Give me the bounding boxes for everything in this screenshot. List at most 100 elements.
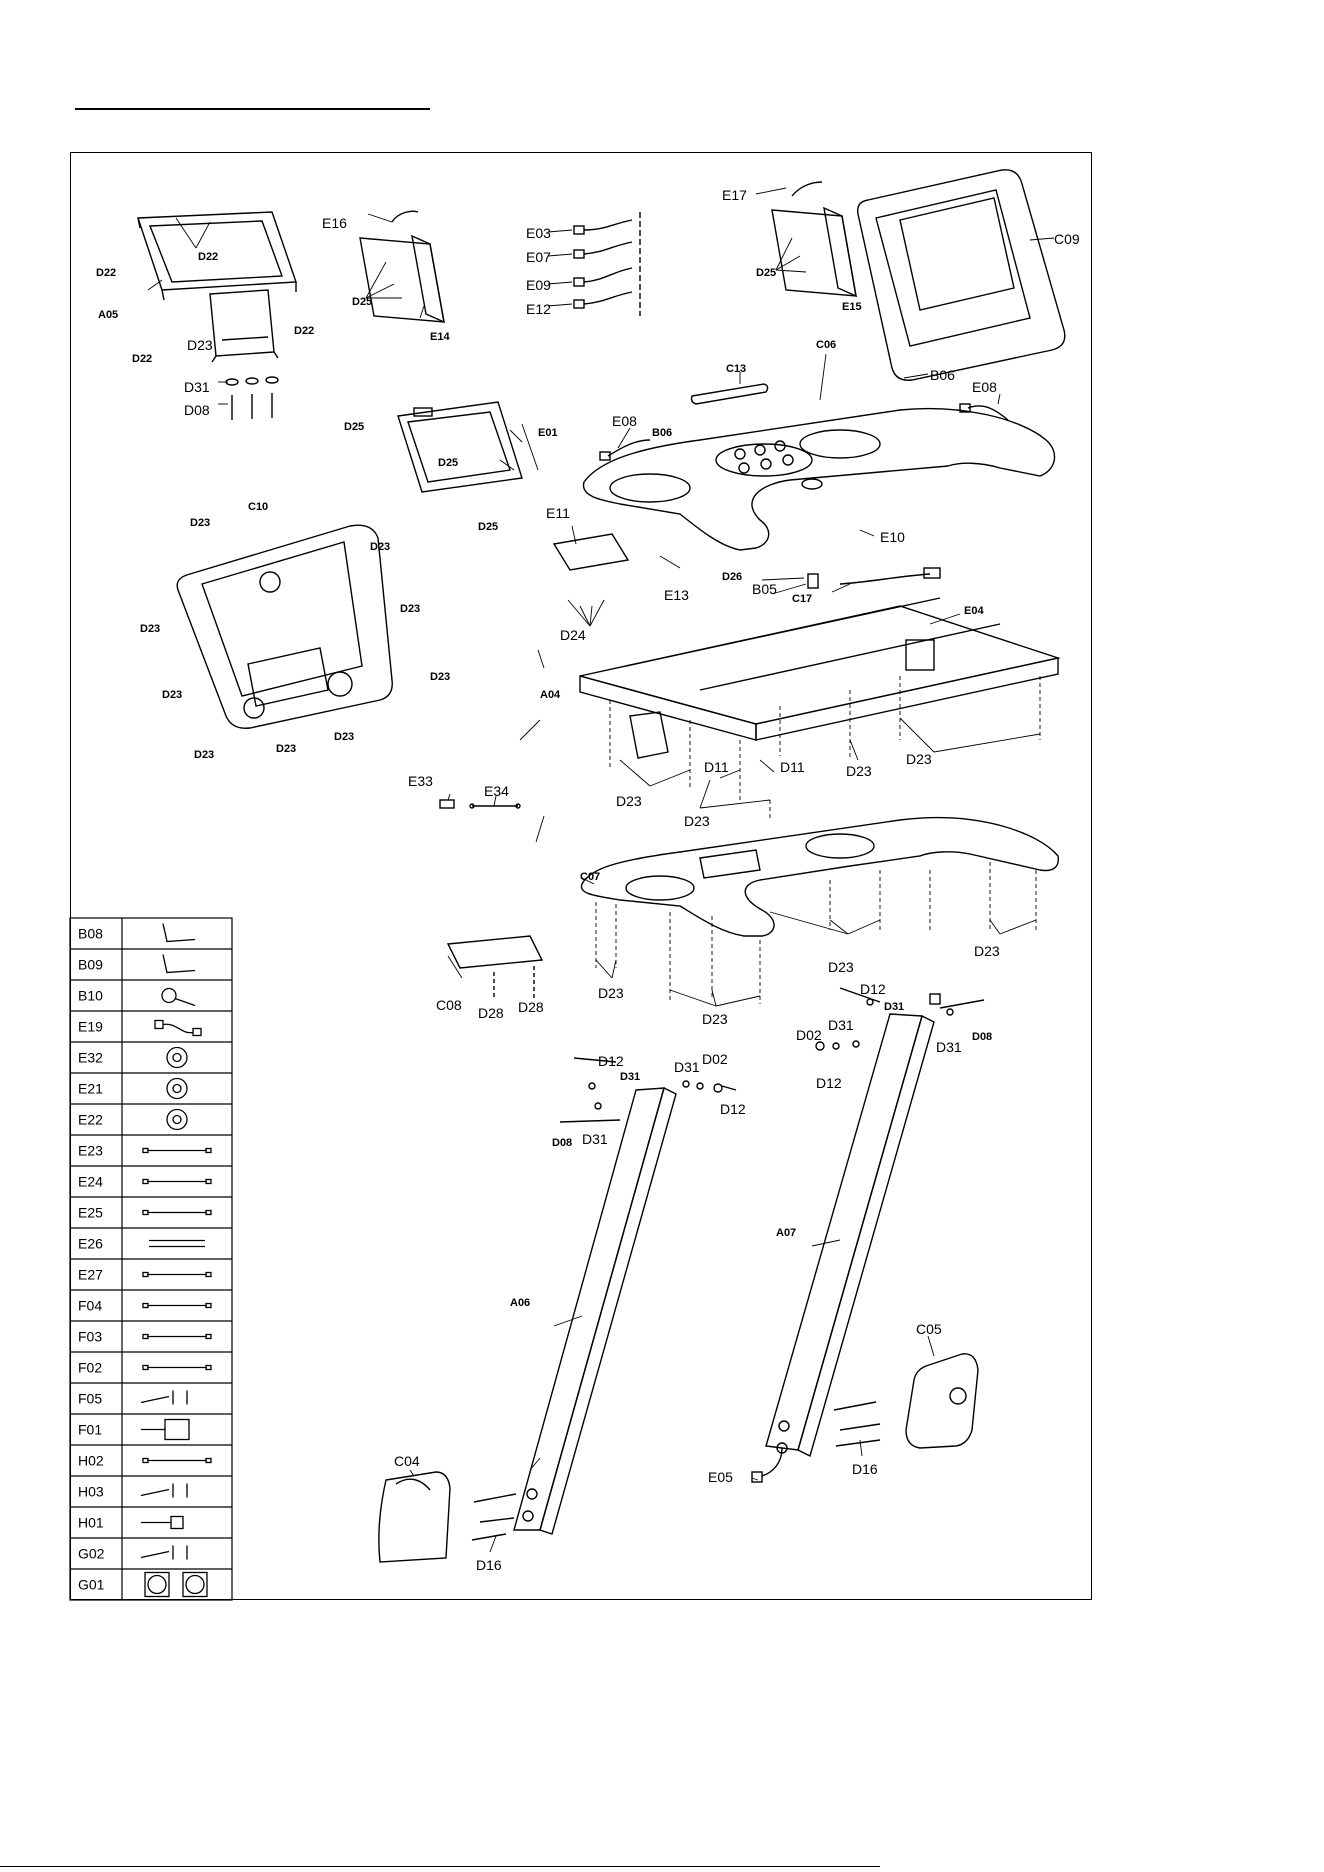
- label-d16: D16: [852, 1461, 878, 1477]
- title-underline: [75, 108, 430, 110]
- c07-fastener-lines: [595, 862, 1037, 1004]
- wire-icon: [142, 1209, 212, 1216]
- label-d25: D25: [344, 421, 364, 433]
- label-b06: B06: [930, 367, 955, 383]
- label-d31: D31: [674, 1059, 700, 1075]
- wrench-icon: [161, 987, 196, 1007]
- table-part-code: E19: [78, 1019, 103, 1035]
- label-d23: D23: [162, 689, 182, 701]
- upright-top-hardware-right: [815, 987, 985, 1051]
- label-d25: D25: [756, 267, 776, 279]
- wire-icon: [142, 1333, 212, 1340]
- label-c09: C09: [1054, 231, 1080, 247]
- label-e08: E08: [612, 413, 637, 429]
- e05-connector: [751, 1447, 783, 1483]
- table-part-code: E25: [78, 1205, 103, 1221]
- label-d25: D25: [438, 457, 458, 469]
- screws-icon: [140, 1483, 188, 1498]
- label-c05: C05: [916, 1321, 942, 1337]
- diagram-frame: [70, 152, 1092, 1600]
- c10-console-back-cover: [176, 524, 393, 729]
- callout-labels: D22 D22 D22 D22 A05 D23 D31 D08 E16 D25 …: [96, 187, 1080, 1573]
- table-part-code: H02: [78, 1453, 104, 1469]
- label-e04: E04: [964, 605, 984, 617]
- e08-cable-left: [599, 439, 651, 461]
- label-d25: D25: [352, 296, 372, 308]
- table-part-code: B09: [78, 957, 103, 973]
- label-d08: D08: [972, 1031, 992, 1043]
- label-b05: B05: [752, 581, 777, 597]
- label-d23: D23: [598, 985, 624, 1001]
- label-d23: D23: [334, 731, 354, 743]
- label-d23: D23: [190, 517, 210, 529]
- c06-console-tray: [582, 407, 1056, 551]
- label-d12: D12: [598, 1053, 624, 1069]
- label-d23: D23: [616, 793, 642, 809]
- e14-circuit-board: [359, 210, 445, 324]
- fan-pair-icon: [144, 1571, 208, 1598]
- table-part-code: F01: [78, 1422, 102, 1438]
- label-a06: A06: [510, 1297, 530, 1309]
- table-part-code: F03: [78, 1329, 102, 1345]
- label-e08: E08: [972, 379, 997, 395]
- cable-plug-icon: [154, 1019, 202, 1037]
- switch-icon: [141, 1515, 184, 1530]
- label-e11: E11: [546, 505, 570, 521]
- label-d22: D22: [294, 325, 314, 337]
- c08-cover-plate: [446, 935, 544, 1000]
- label-e33: E33: [408, 773, 433, 789]
- label-d22: D22: [96, 267, 116, 279]
- table-part-code: E27: [78, 1267, 103, 1283]
- table-part-code: F02: [78, 1360, 102, 1376]
- a04-console-frame: [579, 597, 1061, 759]
- hex-key-icon: [162, 954, 196, 974]
- c07-base-tray: [580, 816, 1059, 937]
- screws-icon: [140, 1545, 188, 1560]
- label-e13: E13: [664, 587, 689, 603]
- label-e01: E01: [538, 427, 558, 439]
- parts-table: B08B09B10E19E32E21E22E23E24E25E26E27F04F…: [70, 923, 232, 1598]
- label-d31: D31: [884, 1001, 904, 1013]
- label-c06: C06: [816, 339, 836, 351]
- ferrite-ring-icon: [166, 1108, 188, 1131]
- label-d23: D23: [194, 749, 214, 761]
- label-d31: D31: [582, 1131, 608, 1147]
- label-d23: D23: [702, 1011, 728, 1027]
- label-c10: C10: [248, 501, 268, 513]
- label-d23: D23: [684, 813, 710, 829]
- table-part-code: H01: [78, 1515, 104, 1531]
- e33-e34-cable: [439, 799, 521, 809]
- label-e15: E15: [842, 301, 862, 313]
- label-d23: D23: [906, 751, 932, 767]
- wire-icon: [142, 1271, 212, 1278]
- label-c13: C13: [726, 363, 746, 375]
- c04-left-end-cap: [378, 1471, 451, 1563]
- label-a07: A07: [776, 1227, 796, 1239]
- d16-bolts: [471, 1401, 881, 1541]
- wire-icon: [142, 1302, 212, 1309]
- label-d31: D31: [184, 379, 210, 395]
- label-d12: D12: [860, 981, 886, 997]
- label-e12: E12: [526, 301, 551, 317]
- ferrite-ring-icon: [166, 1046, 188, 1069]
- label-e17: E17: [722, 187, 747, 203]
- table-part-code: E24: [78, 1174, 103, 1190]
- label-d12: D12: [816, 1075, 842, 1091]
- label-e09: E09: [526, 277, 551, 293]
- label-d23: D23: [140, 623, 160, 635]
- label-e07: E07: [526, 249, 551, 265]
- wire-icon: [142, 1364, 212, 1371]
- c13-cover: [690, 383, 769, 405]
- label-d23: D23: [370, 541, 390, 553]
- label-d31: D31: [828, 1017, 854, 1033]
- label-d26: D26: [722, 571, 742, 583]
- upright-top-hardware-left: [559, 1057, 737, 1123]
- wire-icon: [142, 1178, 212, 1185]
- label-e16: E16: [322, 215, 347, 231]
- table-part-code: F04: [78, 1298, 102, 1314]
- a05-mount-frame: [137, 211, 297, 363]
- label-d11: D11: [704, 759, 729, 775]
- a04-fastener-lines: [609, 676, 1041, 818]
- label-d23: D23: [430, 671, 450, 683]
